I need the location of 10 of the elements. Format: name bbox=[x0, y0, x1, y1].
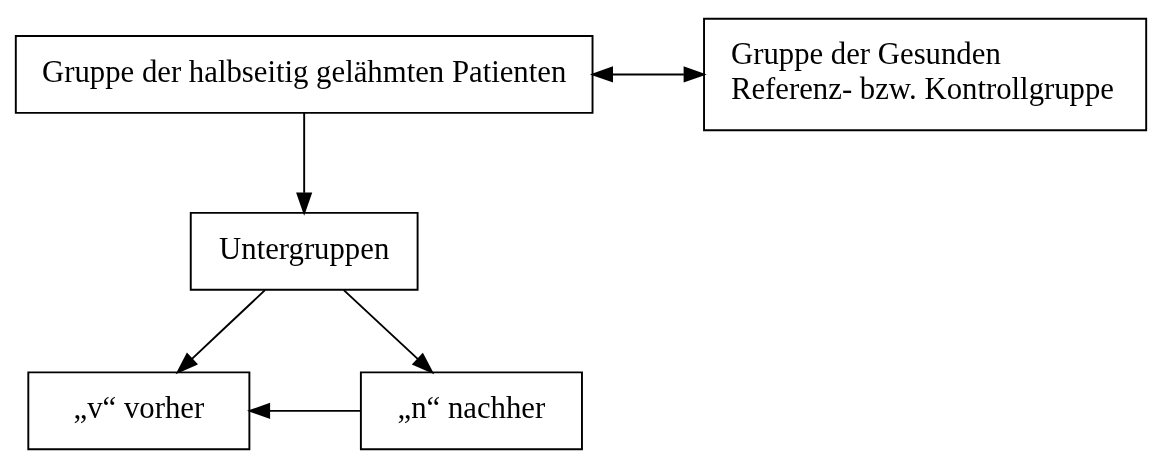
node-box: „v“ vorher bbox=[27, 371, 251, 451]
arrow bbox=[589, 66, 707, 83]
node-box: „n“ nachher bbox=[359, 371, 583, 451]
arrow bbox=[296, 112, 313, 216]
node-box: Gruppe der halbseitig gelähmten Patienten bbox=[14, 35, 594, 114]
arrow bbox=[342, 289, 435, 375]
arrow bbox=[247, 402, 362, 419]
node-box: Untergruppen bbox=[189, 211, 419, 291]
node-box: Gruppe der Gesunden Referenz- bzw. Kontrollgruppe bbox=[703, 17, 1148, 132]
arrow bbox=[175, 289, 266, 375]
